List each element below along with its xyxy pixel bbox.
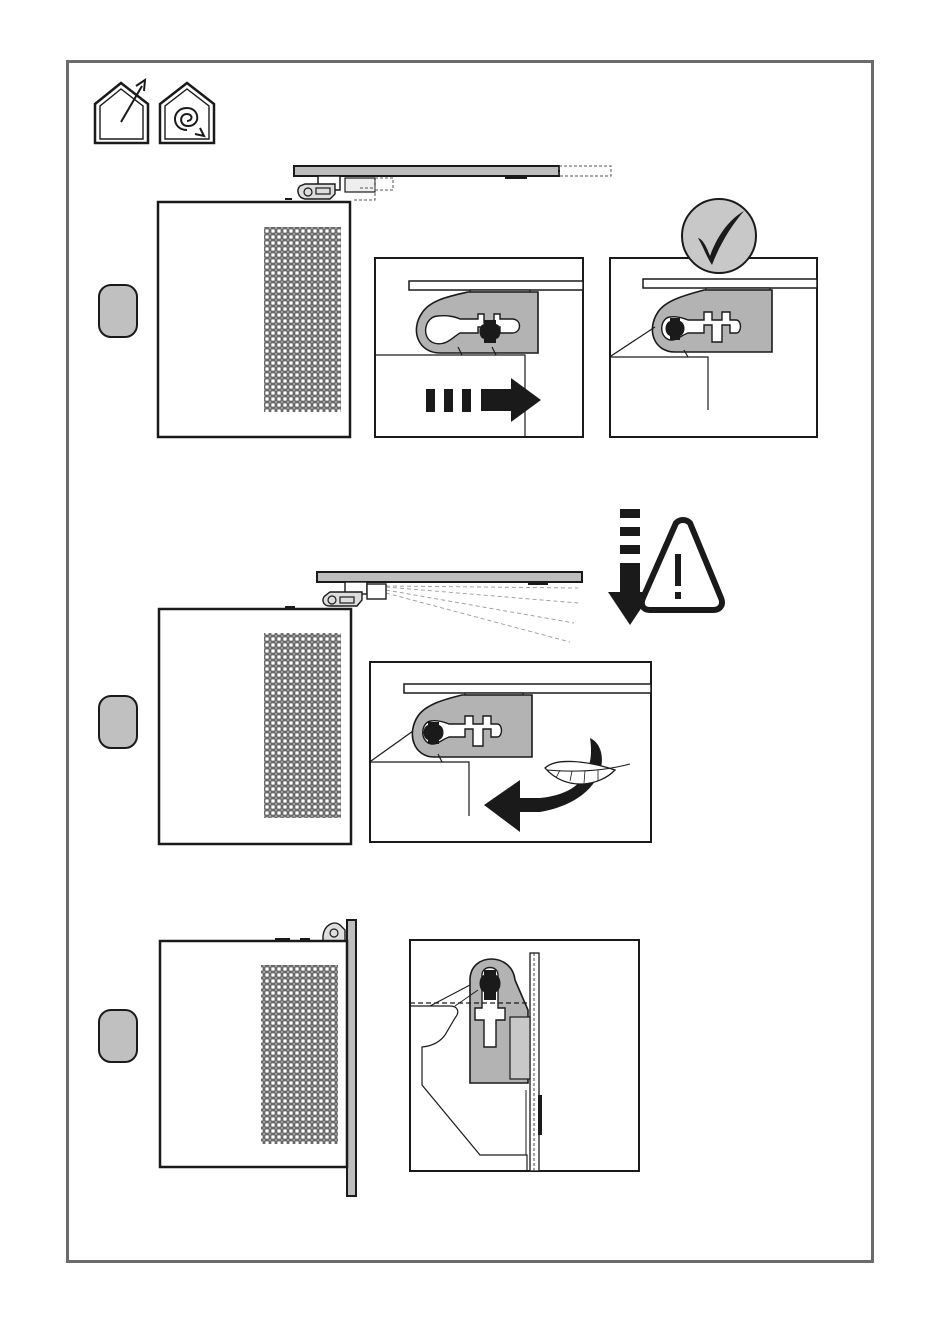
step-1-detail-ok <box>610 199 817 437</box>
vent-grid <box>264 633 341 818</box>
step-3-detail-mounted <box>410 940 639 1171</box>
vent-grid <box>264 227 341 412</box>
warning-triangle-icon <box>642 520 722 610</box>
step-1-badge <box>99 285 137 337</box>
step-2 <box>99 509 722 844</box>
house-recirculation-icon <box>160 83 214 143</box>
step-2-detail-gentle <box>370 662 651 842</box>
step-3 <box>99 920 639 1196</box>
house-exhaust-icon <box>95 80 148 143</box>
step-1 <box>99 166 817 437</box>
step-2-badge <box>99 696 137 748</box>
step-3-badge <box>99 1010 137 1062</box>
vent-grid <box>261 965 338 1144</box>
checkmark-icon <box>682 199 756 273</box>
step-1-detail-slide <box>375 258 583 437</box>
